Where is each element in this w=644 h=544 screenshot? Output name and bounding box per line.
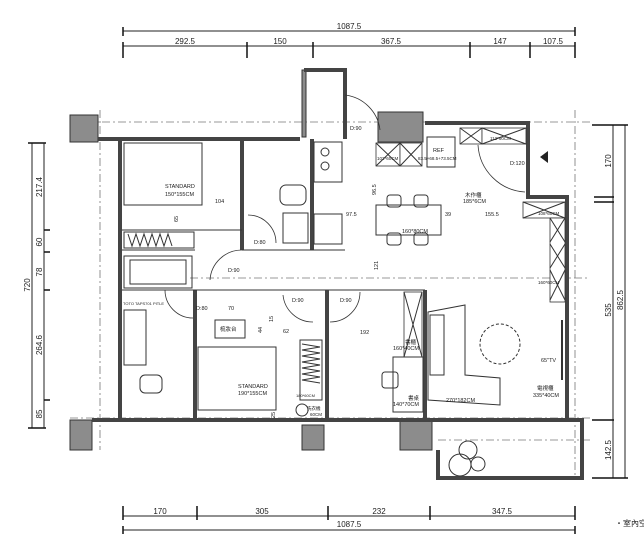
dresser <box>214 319 246 339</box>
right-total-dim: 862.5 <box>616 289 625 310</box>
closet-1 <box>123 231 195 249</box>
cab-right1-size: 108*60CM <box>538 211 560 216</box>
stove <box>313 141 343 183</box>
left-dimensions: 720 217.4 60 78 264.6 85 <box>23 142 50 429</box>
desk-name: 書桌 <box>408 394 420 402</box>
dim-25: 25 <box>271 412 277 418</box>
bottom-dimensions: 170 305 232 347.5 1087.5 ・室內空 <box>122 506 644 534</box>
dim-155-5: 155.5 <box>485 212 499 218</box>
dim-62: 62 <box>283 329 289 335</box>
door-label-study: D:90 <box>340 298 352 304</box>
left-dim-2: 60 <box>35 237 44 246</box>
left-dim-4: 264.6 <box>35 334 44 355</box>
left-total-dim: 720 <box>23 278 32 292</box>
bed-2 <box>197 346 277 411</box>
right-dim-2: 535 <box>604 303 613 317</box>
bed-1 <box>123 142 203 206</box>
closet-size: 180*60CM <box>296 393 315 398</box>
desk <box>392 356 424 413</box>
toilet-2 <box>139 374 163 394</box>
dresser-label: 梳妝台 <box>220 325 237 333</box>
bottom-dim-4: 347.5 <box>492 507 513 516</box>
furniture: STANDARD 150*155CM 104 65 TOTO TAPS701 P… <box>123 127 566 477</box>
sofa-size: 270*182CM <box>446 398 475 404</box>
ref-size: 83.5+68.5+73.5CM <box>418 156 457 161</box>
ceiling-fan <box>479 323 521 365</box>
dim-97-5: 97.5 <box>346 212 357 218</box>
dim-70: 70 <box>228 306 234 312</box>
bathtub <box>123 255 193 289</box>
left-dim-5: 85 <box>35 409 44 418</box>
shoe-cabinet-size: 185*6CM <box>463 199 486 205</box>
bottom-dim-2: 305 <box>255 507 269 516</box>
shoe-cabinet-name: 木作櫃 <box>465 191 482 199</box>
top-dim-2: 150 <box>273 37 287 46</box>
shelf-size: 160*40CM <box>393 346 419 352</box>
right-dim-3: 142.5 <box>604 439 613 460</box>
kitchen-sink <box>313 213 343 245</box>
refrigerator <box>426 136 456 168</box>
sink-1 <box>282 212 309 244</box>
top-dim-5: 107.5 <box>543 37 564 46</box>
top-dimensions: 1087.5 292.5 150 367.5 147 107.5 <box>122 22 576 58</box>
door-label-bedroom1: D:90 <box>228 268 240 274</box>
table-size: 160*80CM <box>402 229 428 235</box>
tv-cabinet-name: 電視櫃 <box>537 384 554 392</box>
columns <box>69 69 433 451</box>
bottom-dim-1: 170 <box>153 507 167 516</box>
top-total-dim: 1087.5 <box>337 22 362 31</box>
bottom-total-dim: 1087.5 <box>337 520 362 529</box>
bottom-dim-3: 232 <box>372 507 386 516</box>
desk-chair <box>381 371 399 389</box>
door-label-bath2: D:80 <box>196 306 208 312</box>
top-dim-3: 367.5 <box>381 37 402 46</box>
cab-right2-size: 160*60CM <box>538 280 560 285</box>
toilet-1 <box>279 184 307 206</box>
ref-label: REF <box>433 148 445 154</box>
bath-fixture-label: TOTO TAPS701 PITLE <box>123 301 164 306</box>
bedroom1-bed-size: 150*155CM <box>165 192 194 198</box>
dim-96-5: 96.5 <box>372 184 378 195</box>
door-label-bath1: D:80 <box>254 240 266 246</box>
dim-121: 121 <box>374 261 380 270</box>
sofa <box>427 304 501 406</box>
washer-name: 洗衣機 <box>307 405 321 412</box>
door-label-entry: D:120 <box>510 161 525 167</box>
dim-15: 15 <box>269 316 275 322</box>
walls <box>92 68 584 480</box>
doors: D:90 D:80 D:90 D:80 D:90 D:90 D:120 <box>164 94 526 323</box>
dim-39: 39 <box>445 212 451 218</box>
washer-size: 60CM <box>310 412 322 417</box>
dining-table <box>375 204 442 236</box>
bedroom2-bed-size: 190*155CM <box>238 391 267 397</box>
entry-arrow-icon <box>540 151 548 163</box>
desk-size: 140*70CM <box>393 402 419 408</box>
cab-top-right-size: 112*60CM <box>490 136 511 141</box>
dim-104: 104 <box>215 199 224 205</box>
shelf-name: 書櫃 <box>405 338 417 346</box>
door-label-kitchen: D:90 <box>350 126 362 132</box>
closet-2 <box>299 339 323 401</box>
dim-192: 192 <box>360 330 369 336</box>
dim-65: 65 <box>174 216 180 222</box>
dim-44: 44 <box>258 327 264 333</box>
washer <box>295 403 309 417</box>
cab-top-left-size: 102*60CM <box>377 156 399 161</box>
left-dim-1: 217.4 <box>35 176 44 197</box>
note-text: ・室內空 <box>615 518 644 528</box>
tv-cabinet-size: 335*40CM <box>533 393 559 399</box>
bedroom1-bed-type: STANDARD <box>165 184 195 190</box>
door-label-bedroom2: D:90 <box>292 298 304 304</box>
right-dim-1: 170 <box>604 154 613 168</box>
bedroom2-bed-type: STANDARD <box>238 384 268 390</box>
top-dim-1: 292.5 <box>175 37 196 46</box>
right-dimensions: 170 535 142.5 862.5 <box>592 124 628 479</box>
tv-label: 65"TV <box>541 358 556 364</box>
left-dim-3: 78 <box>35 267 44 276</box>
top-dim-4: 147 <box>493 37 507 46</box>
